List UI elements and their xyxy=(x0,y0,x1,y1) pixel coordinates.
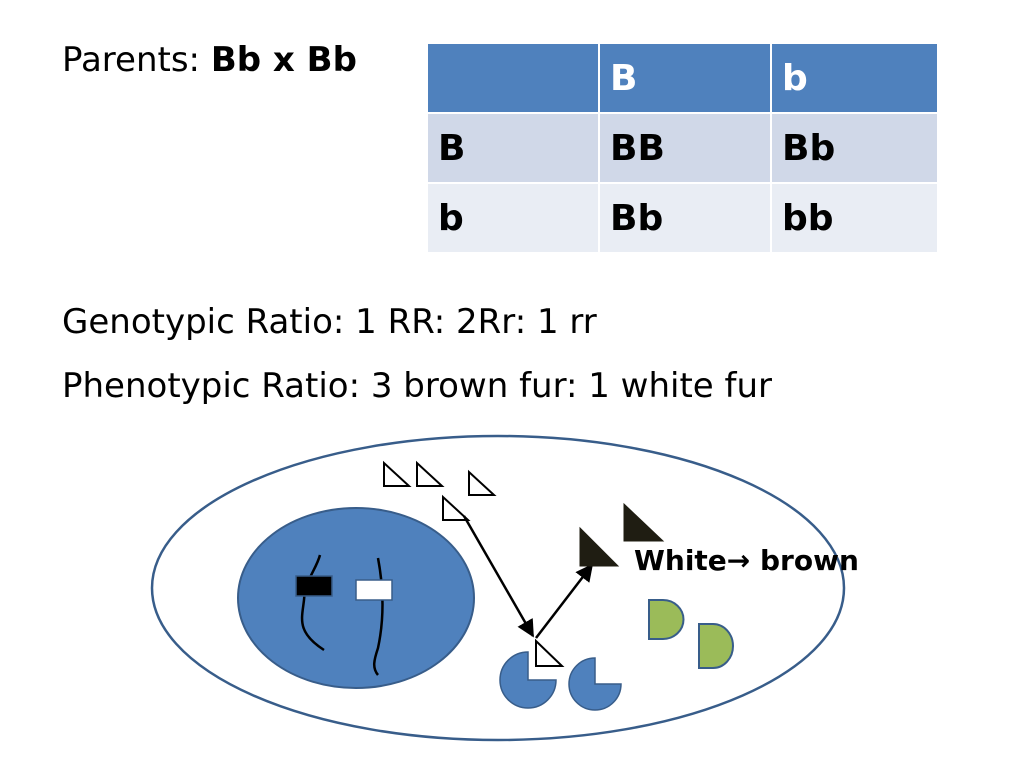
punnett-cell: BB xyxy=(598,112,772,184)
dominant-allele-marker xyxy=(295,575,333,597)
brown-pigment-triangle xyxy=(579,526,620,567)
arrow-to-enzyme xyxy=(462,515,535,638)
parents-value: Bb x Bb xyxy=(210,40,357,80)
precursor-triangle xyxy=(442,494,471,521)
green-organelle xyxy=(698,623,734,669)
punnett-row: b Bb bb xyxy=(426,182,939,254)
recessive-allele-marker xyxy=(355,579,393,601)
color-change-label: White→ brown xyxy=(634,544,859,577)
chromosome-left xyxy=(300,554,325,652)
substrate-triangle xyxy=(535,638,565,667)
punnett-corner-cell xyxy=(426,42,600,114)
precursor-triangle xyxy=(383,460,412,487)
enzyme xyxy=(568,657,622,711)
green-organelle xyxy=(648,599,685,640)
label-brown: brown xyxy=(750,544,859,577)
phenotypic-ratio: Phenotypic Ratio: 3 brown fur: 1 white f… xyxy=(62,366,773,406)
punnett-cell: bb xyxy=(770,182,939,254)
punnett-row: B BB Bb xyxy=(426,112,939,184)
parents-label: Parents: xyxy=(62,40,211,80)
punnett-cell: Bb xyxy=(598,182,772,254)
punnett-cell: Bb xyxy=(770,112,939,184)
punnett-square: B b B BB Bb b Bb bb xyxy=(426,42,939,254)
enzyme xyxy=(499,651,557,709)
precursor-triangle xyxy=(416,460,445,487)
punnett-header-row: B b xyxy=(426,42,939,114)
arrow-to-pigment xyxy=(535,563,594,639)
genotypic-ratio: Genotypic Ratio: 1 RR: 2Rr: 1 rr xyxy=(62,302,597,342)
label-arrow: → xyxy=(727,544,750,577)
label-white: White xyxy=(634,544,727,577)
punnett-row-label: b xyxy=(426,182,600,254)
parents-line: Parents: Bb x Bb xyxy=(62,38,357,82)
brown-pigment-triangle xyxy=(623,502,665,542)
punnett-header-cell: B xyxy=(598,42,772,114)
precursor-triangle xyxy=(468,469,497,496)
punnett-row-label: B xyxy=(426,112,600,184)
punnett-header-cell: b xyxy=(770,42,939,114)
